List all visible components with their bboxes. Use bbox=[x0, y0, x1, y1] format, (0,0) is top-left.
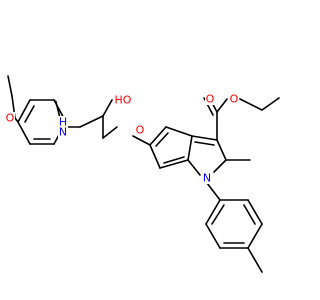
bond bbox=[194, 141, 215, 146]
bond bbox=[132, 135, 151, 146]
bond bbox=[213, 159, 227, 173]
bond bbox=[205, 199, 221, 225]
atom-label: O bbox=[206, 93, 215, 106]
chemical-structure-diagram: O O HO H N O O N bbox=[5, 75, 280, 273]
bond bbox=[102, 126, 118, 139]
bond-layer bbox=[7, 75, 280, 273]
bond bbox=[159, 159, 189, 169]
bond bbox=[187, 135, 193, 161]
bond bbox=[17, 99, 31, 123]
bond bbox=[165, 126, 193, 137]
bond bbox=[206, 182, 221, 201]
bond bbox=[261, 97, 280, 111]
atom-label: H bbox=[59, 116, 67, 129]
atom-label: O bbox=[136, 124, 145, 137]
atom-label-layer: O O HO H N O O N bbox=[5, 93, 239, 185]
bond bbox=[149, 144, 161, 169]
bond bbox=[163, 156, 185, 164]
bond bbox=[191, 135, 218, 141]
atom-label: N bbox=[203, 172, 211, 185]
bond bbox=[24, 105, 35, 123]
bond bbox=[205, 223, 221, 249]
bond bbox=[247, 223, 263, 249]
bond bbox=[7, 75, 13, 97]
bond bbox=[102, 99, 113, 117]
bond bbox=[149, 126, 167, 146]
bond bbox=[14, 117, 19, 123]
bond bbox=[247, 199, 263, 225]
bond bbox=[243, 204, 256, 225]
atom-label: O bbox=[6, 112, 15, 125]
bond bbox=[187, 159, 201, 176]
atom-label: O bbox=[230, 93, 239, 106]
bond bbox=[216, 139, 227, 161]
bond bbox=[155, 132, 169, 147]
atom-label: N bbox=[59, 126, 67, 139]
bond bbox=[17, 121, 31, 145]
bond bbox=[239, 98, 263, 111]
bond bbox=[211, 204, 225, 225]
bond bbox=[79, 115, 104, 128]
bond bbox=[216, 98, 228, 113]
atom-label: HO bbox=[115, 94, 132, 107]
bond bbox=[247, 247, 263, 273]
